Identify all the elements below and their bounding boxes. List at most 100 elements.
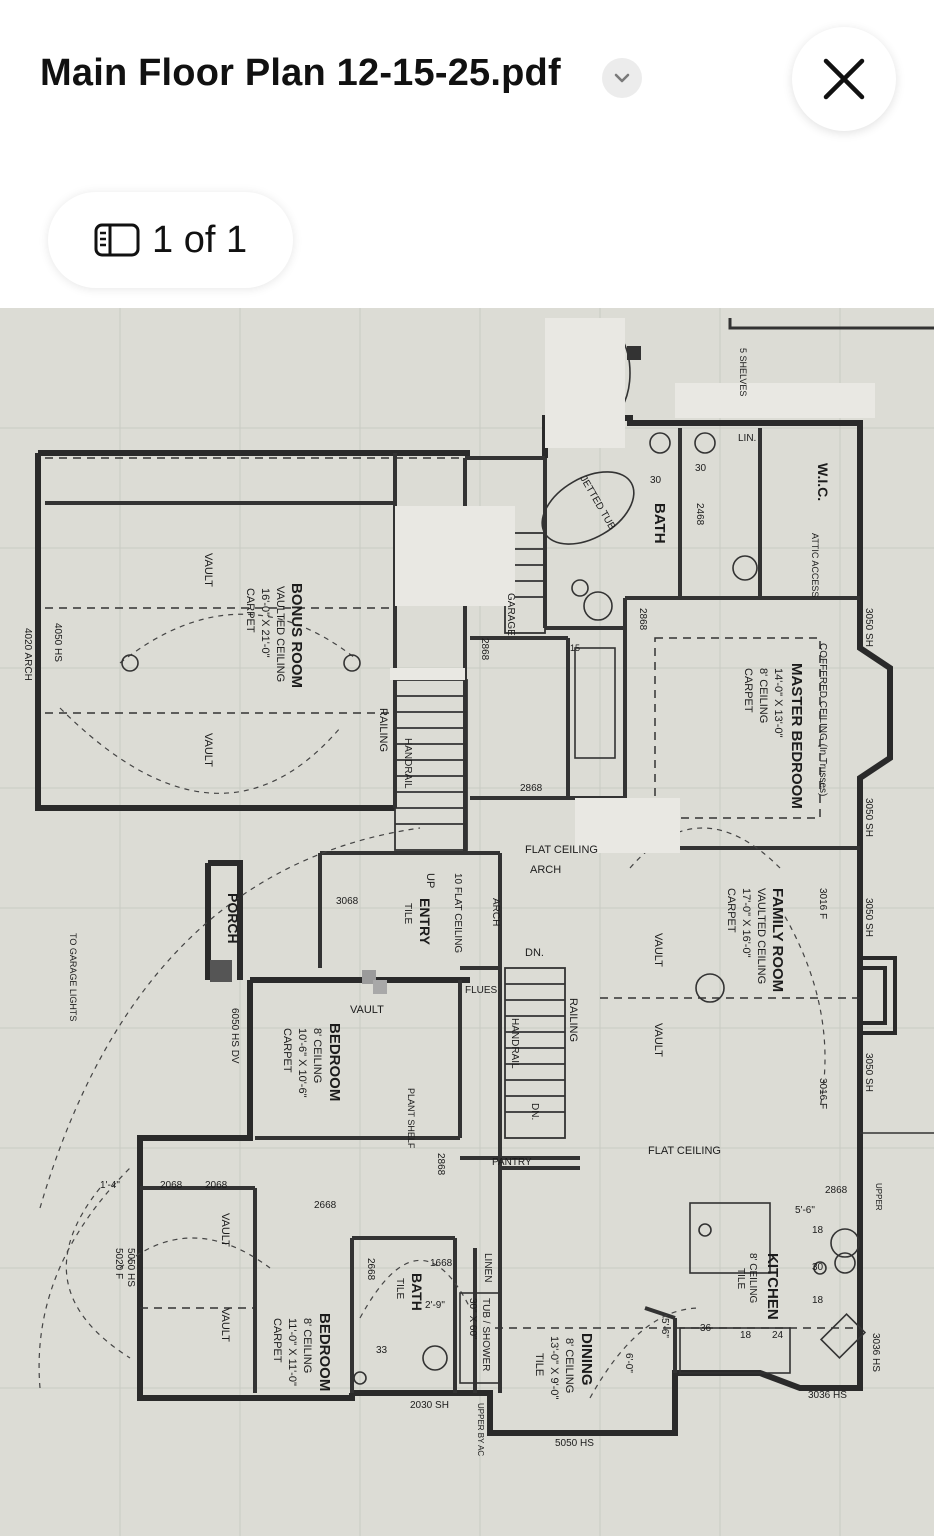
plan-label: 15	[570, 643, 580, 653]
plan-label: 30	[695, 463, 707, 474]
label-bath-hall: BATH	[409, 1273, 425, 1311]
plan-label: TILE	[735, 1268, 746, 1289]
plan-label: RAILING	[567, 998, 579, 1042]
plan-label: 8' CEILING	[747, 1253, 758, 1303]
plan-label: 11'-0" X 11'-0"	[286, 1318, 298, 1386]
plan-label: 6050 HS DV	[229, 1008, 240, 1064]
plan-label: 2668	[314, 1200, 337, 1211]
plan-label: 10'-6" X 10'-6"	[296, 1028, 308, 1098]
plan-label: 5 SHELVES	[738, 348, 748, 396]
plan-label: JETTED TUB	[577, 474, 617, 532]
floor-plan-document[interactable]: BONUS ROOM VAULTED CEILING 16'-0" X 21'-…	[0, 308, 934, 1536]
plan-label: 5050 HS	[125, 1248, 136, 1287]
plan-label: ATTIC ACCESS	[810, 533, 820, 597]
plan-label: 8' CEILING	[311, 1028, 323, 1083]
plan-label: 4020 ARCH	[22, 628, 33, 681]
plan-label: LIN.	[738, 433, 756, 444]
plan-label: 3036 HS	[808, 1390, 847, 1401]
plan-label: VAULT	[202, 553, 214, 587]
label-bath-master: BATH	[651, 503, 668, 544]
sidebar-icon	[94, 223, 140, 257]
plan-label: 3016 F	[817, 1078, 828, 1109]
label-family-room: FAMILY ROOM	[769, 888, 786, 992]
plan-label: VAULTED CEILING	[755, 888, 767, 984]
plan-label: COFFERED CEILING (In Trusses)	[817, 643, 828, 796]
plan-label: 18	[740, 1330, 752, 1341]
plan-label: 30	[650, 475, 662, 486]
label-porch: PORCH	[225, 893, 241, 944]
chevron-down-icon[interactable]	[602, 58, 642, 98]
plan-label: CARPET	[271, 1318, 283, 1363]
plan-label: TILE	[394, 1278, 405, 1299]
document-title[interactable]: Main Floor Plan 12-15-25.pdf	[40, 52, 561, 94]
plan-label: 2668	[365, 1258, 376, 1281]
plan-label: 3050 SH	[863, 608, 874, 647]
label-bedroom-1: BEDROOM	[326, 1023, 343, 1101]
plan-label: VAULTED CEILING	[274, 586, 286, 682]
plan-label: 2868	[825, 1185, 848, 1196]
page-indicator-button[interactable]: 1 of 1	[48, 192, 293, 288]
plan-label: 30	[812, 1262, 824, 1273]
plan-label: GARAGE	[505, 593, 516, 636]
plan-label: LINEN	[482, 1253, 493, 1282]
plan-label: 24	[772, 1330, 784, 1341]
plan-label: TILE	[533, 1353, 545, 1376]
plan-label: DN.	[529, 1103, 540, 1120]
plan-label: 5'-6"	[795, 1205, 815, 1216]
plan-label: 8' CEILING	[563, 1338, 575, 1393]
plan-label: HANDRAIL	[509, 1018, 520, 1069]
plan-label: HANDRAIL	[402, 738, 413, 789]
plan-label: 17'-0" X 16'-0"	[740, 888, 752, 958]
plan-label: CARPET	[725, 888, 737, 933]
plan-label: UPPER BY AC	[476, 1403, 485, 1456]
plan-label: 2068	[160, 1180, 183, 1191]
plan-label: PLANT SHELF	[406, 1088, 416, 1149]
plan-label: 3050 SH	[863, 898, 874, 937]
plan-label: 2868	[479, 638, 490, 661]
plan-label: 3036 HS	[870, 1333, 881, 1372]
plan-label: UPPER	[874, 1183, 883, 1211]
label-dining: DINING	[578, 1333, 595, 1386]
plan-label: 30" X 60"	[467, 1298, 478, 1340]
label-wic: W.I.C.	[815, 463, 831, 501]
plan-label: ARCH	[530, 864, 561, 876]
plan-label: 6'-0"	[623, 1353, 634, 1373]
plan-label: 16'-0" X 21'-0"	[259, 588, 271, 658]
plan-label: 5050 HS	[555, 1438, 594, 1449]
plan-label: 4050 HS	[52, 623, 63, 662]
plan-label: DN.	[525, 947, 544, 959]
plan-label: PANTRY	[492, 1157, 532, 1168]
page-count: 1 of 1	[152, 218, 248, 261]
plan-label: VAULT	[652, 1023, 664, 1057]
plan-label: 10 FLAT CEILING	[452, 873, 463, 953]
close-button[interactable]	[792, 27, 896, 131]
plan-label: VAULT	[350, 1004, 384, 1016]
plan-label: 33	[376, 1345, 388, 1356]
plan-label: 3050 SH	[863, 1053, 874, 1092]
plan-label: ARCH	[490, 898, 501, 926]
plan-label: 2030 SH	[410, 1400, 449, 1411]
plan-label: 2868	[435, 1153, 446, 1176]
plan-label: 2468	[694, 503, 705, 526]
plan-label: CARPET	[742, 668, 754, 713]
plan-label: FLUES	[465, 985, 498, 996]
plan-label: CARPET	[244, 588, 256, 633]
plan-label: UP	[424, 873, 436, 888]
plan-label: 8' CEILING	[301, 1318, 313, 1373]
plan-label: FLAT CEILING	[525, 844, 598, 856]
plan-label: 18	[812, 1225, 824, 1236]
plan-label: TO GARAGE LIGHTS	[68, 933, 78, 1021]
plan-label: CARPET	[281, 1028, 293, 1073]
plan-label: 2'-9"	[425, 1300, 445, 1311]
plan-label: FLAT CEILING	[648, 1145, 721, 1157]
label-entry: ENTRY	[417, 898, 433, 946]
plan-label: 2068	[205, 1180, 228, 1191]
close-icon	[823, 58, 865, 100]
plan-label: TILE	[402, 903, 413, 924]
plan-label: VAULT	[219, 1308, 231, 1342]
plan-label: 5020 F	[113, 1248, 124, 1279]
plan-label: 2868	[637, 608, 648, 631]
floor-plan-drawing: BONUS ROOM VAULTED CEILING 16'-0" X 21'-…	[0, 308, 934, 1536]
plan-label: TUB / SHOWER	[480, 1298, 491, 1371]
plan-label: VAULT	[219, 1213, 231, 1247]
